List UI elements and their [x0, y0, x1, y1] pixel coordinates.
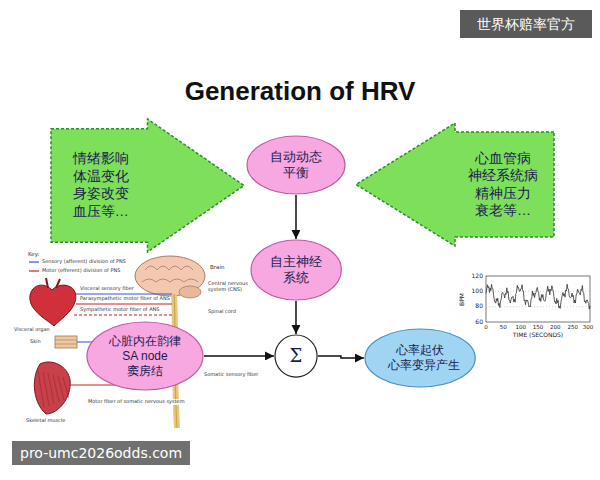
- text-holder: Σ: [274, 334, 318, 378]
- flow-arrow: [318, 356, 364, 358]
- hrv-trace: [486, 284, 590, 309]
- text-holder: 心率起伏 心率变异产生: [364, 328, 476, 388]
- parasympathetic-nerve: [76, 304, 172, 305]
- anatomy-label: Visceral organ: [14, 327, 50, 333]
- anatomy-label: Brain: [210, 264, 224, 270]
- watermark: 世界杯赔率官方: [460, 10, 592, 38]
- anatomy-label: Parasympathetic motor fiber of ANS: [80, 296, 170, 302]
- text-holder: 心脏内在韵律 SA node 窦房结: [86, 321, 204, 391]
- key-sensory-line: [29, 261, 39, 262]
- block-arrow: [356, 123, 554, 246]
- heart-drawing: [30, 285, 76, 326]
- anatomy-label: Sympathetic motor fiber of ANS: [80, 307, 160, 313]
- node-text: 情绪影响 体温变化 身姿改变 血压等…: [69, 150, 133, 220]
- factor-arrow: 情绪影响 体温变化 身姿改变 血压等…: [50, 118, 245, 253]
- ellipse: [247, 136, 345, 194]
- text-holder: 心血管病 神经系统病 精神压力 衰老等…: [455, 132, 551, 237]
- hrv-chart: [486, 276, 590, 322]
- axis-tick: 150: [530, 324, 546, 330]
- flow-arrow: [204, 355, 274, 357]
- watermark: pro-umc2026odds.com: [12, 441, 190, 465]
- ellipse: [87, 322, 203, 390]
- ellipse: [251, 240, 341, 300]
- muscle-stripe: [53, 375, 59, 403]
- text-holder: 自动动态 平衡: [246, 135, 346, 195]
- axis-tick: 250: [565, 324, 581, 330]
- axis-tick: 200: [547, 324, 563, 330]
- anatomy-label: Sensory (afferent) division of PNS: [42, 259, 126, 265]
- anatomy-label: Skeletal muscle: [26, 418, 65, 424]
- muscle-stripe: [43, 372, 49, 407]
- muscle-stripe: [58, 376, 64, 400]
- text-holder: 情绪影响 体温变化 身姿改变 血压等…: [54, 129, 148, 242]
- node-text: 自主神经 系统: [267, 254, 325, 287]
- circle: [275, 335, 317, 377]
- visceral-sensory-nerve: [76, 294, 172, 295]
- process-ellipse: 自动动态 平衡: [246, 135, 346, 195]
- axis-tick: 300: [580, 324, 596, 330]
- axis-tick: 120: [468, 273, 483, 280]
- sum-circle: Σ: [274, 334, 318, 378]
- muscle-stripe: [48, 373, 54, 404]
- sympathetic-nerve: [74, 315, 173, 316]
- anatomy-label: Motor fiber of somatic nervous system: [88, 399, 185, 405]
- process-ellipse: 心脏内在韵律 SA node 窦房结: [86, 321, 204, 391]
- block-arrow: [51, 119, 244, 252]
- factor-arrow: 心血管病 神经系统病 精神压力 衰老等…: [355, 122, 555, 247]
- node-text: Σ: [284, 345, 308, 368]
- flow-arrow: [295, 301, 297, 334]
- muscle-drawing: [34, 362, 70, 414]
- anatomy-label: Spinal cord: [208, 309, 248, 315]
- muscle-stripe: [38, 370, 44, 408]
- node-text: 心率起伏 心率变异产生: [388, 343, 452, 373]
- brain-drawing: [135, 256, 205, 298]
- node-text: 自动动态 平衡: [267, 149, 325, 182]
- axis-tick: 80: [468, 303, 483, 310]
- anatomy-label: Skin: [30, 339, 41, 345]
- ellipse: [365, 329, 475, 387]
- skin-drawing: [55, 336, 77, 348]
- anatomy-label: Somatic sensory fiber: [204, 372, 258, 378]
- process-ellipse: 自主神经 系统: [250, 239, 342, 301]
- anatomy-label: Central nervous system (CNS): [208, 281, 248, 293]
- heart-vessels: [46, 278, 60, 288]
- node-text: 心血管病 神经系统病 精神压力 衰老等…: [465, 150, 541, 220]
- node-text: 心脏内在韵律 SA node 窦房结: [107, 334, 183, 379]
- axis-title: TIME (SECONDS): [498, 332, 578, 339]
- key-title: Key:: [28, 251, 39, 257]
- axis-tick: 100: [513, 324, 529, 330]
- axis-title: BPM: [459, 289, 466, 309]
- muscle-stripe: [63, 378, 69, 399]
- axis-tick: 50: [495, 324, 511, 330]
- key-motor-line: [29, 270, 39, 271]
- diagram-title: Generation of HRV: [0, 76, 600, 107]
- axis-tick: 60: [468, 319, 483, 326]
- flow-arrow: [295, 195, 297, 239]
- axis-tick: 0: [478, 324, 494, 330]
- axis-tick: 100: [468, 288, 483, 295]
- anatomy-label: Visceral sensory fiber: [80, 286, 134, 292]
- text-holder: 自主神经 系统: [250, 239, 342, 301]
- result-ellipse: 心率起伏 心率变异产生: [364, 328, 476, 388]
- anatomy-label: Motor (efferent) division of PNS: [42, 268, 120, 274]
